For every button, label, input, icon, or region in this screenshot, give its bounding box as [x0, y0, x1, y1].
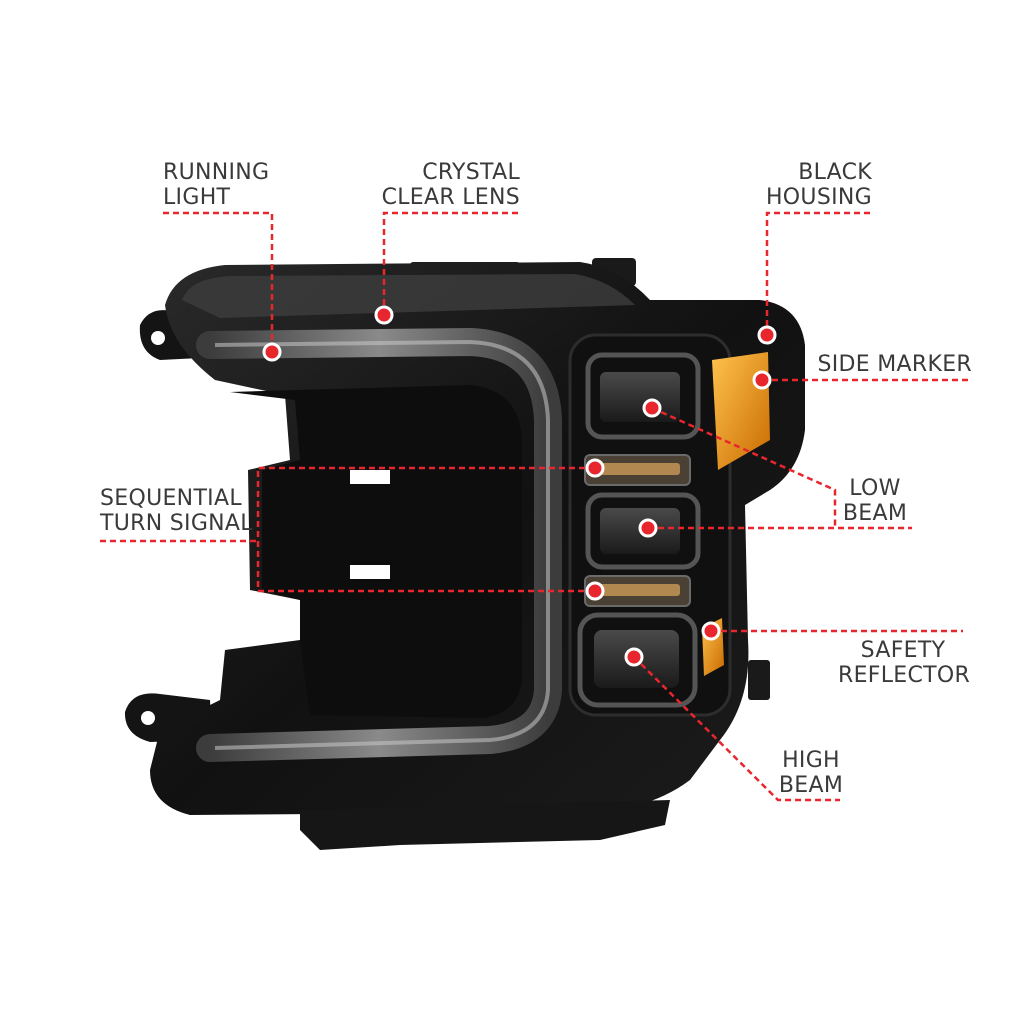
rear-plug	[748, 660, 770, 700]
side-marker-dot	[752, 370, 772, 390]
lower-mount-hole	[141, 711, 155, 725]
crystal-clear-lens-leader	[382, 211, 518, 315]
upper-mount-hole	[151, 331, 165, 345]
low-beam-leader-upper	[651, 406, 837, 527]
safety-reflector-dot	[701, 621, 721, 641]
sequential-top-dot	[585, 458, 605, 478]
cavity-slot-2	[350, 565, 390, 579]
label-low-beam-line2: BEAM	[842, 501, 908, 526]
label-safety-reflector-line2: REFLECTOR	[838, 663, 971, 688]
label-crystal-clear-lens-line2: CLEAR LENS	[381, 185, 520, 210]
label-high-beam-line2: BEAM	[778, 773, 844, 798]
label-black-housing-line1: BLACK	[798, 160, 872, 185]
label-sequential-turn-signal-line1: SEQUENTIAL	[100, 486, 242, 511]
lower-projector-frame	[577, 612, 698, 708]
sequential-leds-bottom	[600, 584, 680, 596]
label-running-light-line1: RUNNING	[163, 160, 270, 185]
low-beam-upper-dot	[642, 398, 662, 418]
upper-projector-lens	[600, 372, 680, 422]
label-side-marker: SIDE MARKER	[810, 352, 972, 377]
upper-projector-frame	[585, 352, 701, 440]
low-beam-lower-dot	[638, 518, 658, 538]
sequential-bottom-dot	[585, 581, 605, 601]
label-low-beam: LOW BEAM	[838, 476, 912, 526]
label-black-housing-line2: HOUSING	[765, 185, 872, 210]
label-high-beam-line1: HIGH	[782, 748, 840, 773]
clear-lens-top	[182, 274, 635, 318]
label-side-marker-line1: SIDE MARKER	[817, 352, 972, 377]
label-crystal-clear-lens-line1: CRYSTAL	[422, 160, 520, 185]
black-housing-leader	[765, 211, 870, 335]
running-light-dot	[262, 342, 282, 362]
label-crystal-clear-lens: CRYSTAL CLEAR LENS	[380, 160, 520, 210]
high-beam-dot	[624, 647, 644, 667]
label-sequential-turn-signal-line2: TURN SIGNAL	[100, 511, 253, 536]
middle-projector-frame	[585, 492, 701, 570]
headlight-assembly	[124, 258, 805, 850]
label-sequential-turn-signal: SEQUENTIAL TURN SIGNAL	[100, 486, 253, 536]
running-light-inner	[214, 339, 550, 750]
bottom-bracket	[300, 800, 670, 850]
callout-lines	[100, 211, 970, 802]
label-safety-reflector-line1: SAFETY	[860, 638, 946, 663]
callout-dots	[262, 305, 777, 667]
sequential-leds-top	[600, 463, 680, 475]
running-light-leader	[163, 211, 274, 352]
label-high-beam: HIGH BEAM	[776, 748, 846, 798]
high-beam-leader	[633, 656, 840, 802]
label-running-light: RUNNING LIGHT	[163, 160, 269, 210]
label-safety-reflector: SAFETY REFLECTOR	[838, 638, 971, 688]
label-low-beam-line1: LOW	[849, 476, 901, 501]
label-running-light-line2: LIGHT	[163, 185, 231, 210]
label-black-housing: BLACK HOUSING	[760, 160, 872, 210]
black-housing-dot	[757, 325, 777, 345]
crystal-clear-lens-dot	[374, 305, 394, 325]
cavity-slot-1	[350, 470, 390, 484]
